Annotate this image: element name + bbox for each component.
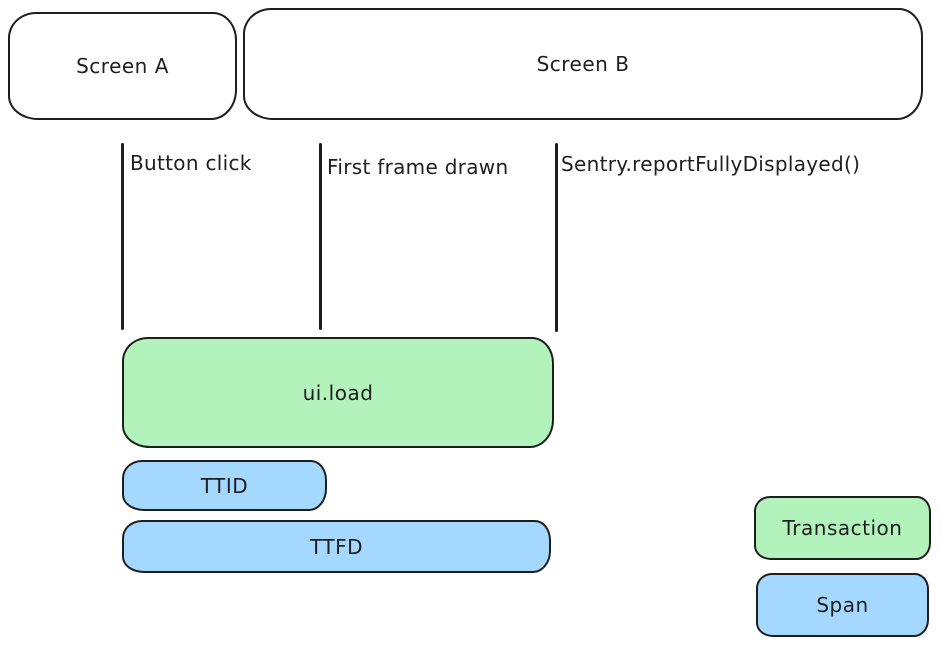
- first-frame-drawn-marker-line: [319, 143, 322, 330]
- screen-b-box: Screen B: [243, 8, 923, 120]
- button-click-marker-line: [121, 143, 124, 330]
- report-fully-displayed-label: Sentry.reportFullyDisplayed(): [561, 152, 861, 176]
- legend-transaction-label: Transaction: [782, 516, 903, 540]
- report-fully-displayed-marker-line: [555, 143, 558, 332]
- ttfd-label: TTFD: [310, 534, 363, 559]
- button-click-label: Button click: [130, 151, 252, 175]
- first-frame-drawn-label: First frame drawn: [327, 155, 509, 179]
- ui-load-label: ui.load: [302, 380, 374, 405]
- screen-a-box: Screen A: [8, 12, 237, 120]
- ttid-span-bar: TTID: [122, 460, 327, 511]
- ttfd-span-bar: TTFD: [122, 520, 551, 573]
- ttid-label: TTID: [200, 473, 249, 498]
- screen-b-label: Screen B: [536, 52, 630, 76]
- legend-transaction-box: Transaction: [754, 496, 931, 560]
- ui-load-transaction-bar: ui.load: [122, 337, 554, 448]
- legend-span-box: Span: [756, 573, 929, 637]
- screen-a-label: Screen A: [76, 54, 169, 78]
- legend-span-label: Span: [816, 593, 869, 617]
